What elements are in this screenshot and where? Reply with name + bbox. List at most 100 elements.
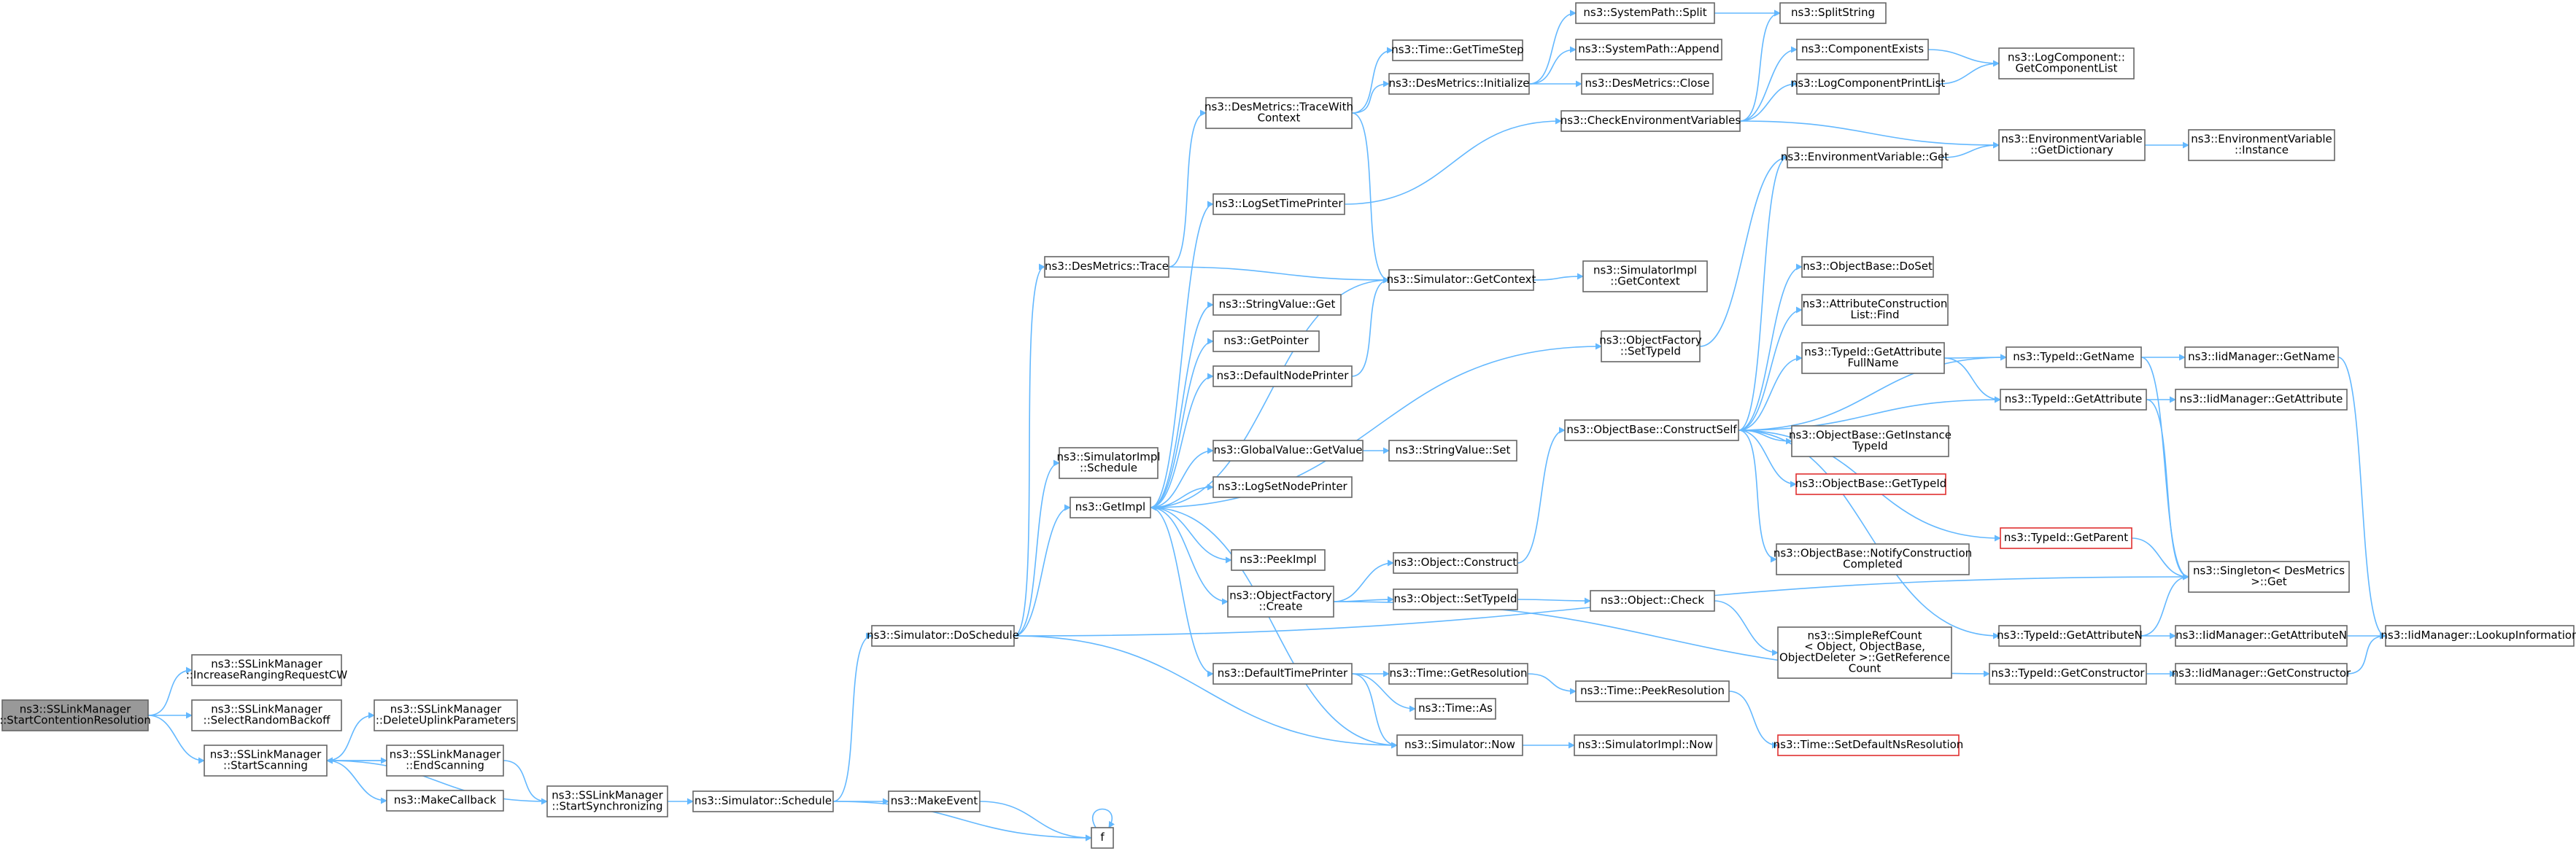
node-setDefRes[interactable]: ns3::Time::SetDefaultNsResolution <box>1774 734 1964 756</box>
node-box <box>1776 543 1970 575</box>
node-selRandom[interactable]: ns3::SSLinkManager::SelectRandomBackoff <box>191 699 342 731</box>
node-label: f <box>1100 831 1105 844</box>
node-tidGetAttrN[interactable]: ns3::TypeId::GetAttributeN <box>1997 625 2143 647</box>
node-tidGetCons[interactable]: ns3::TypeId::GetConstructor <box>1989 663 2147 685</box>
node-constructSelf[interactable]: ns3::ObjectBase::ConstructSelf <box>1564 419 1739 441</box>
edge-getImpl-to-stringGet <box>1150 301 1214 508</box>
edge-getImpl-to-peekImpl <box>1150 507 1232 564</box>
node-iidGetCons[interactable]: ns3::IidManager::GetConstructor <box>2172 663 2351 685</box>
node-stringSet[interactable]: ns3::StringValue::Set <box>1388 440 1517 462</box>
node-endScan[interactable]: ns3::SSLinkManager::EndScanning <box>386 745 504 777</box>
node-makeEvent[interactable]: ns3::MakeEvent <box>888 790 980 812</box>
node-timeAs[interactable]: ns3::Time::As <box>1415 698 1496 720</box>
node-box <box>2188 129 2335 161</box>
edge-constructSelf-to-attrConsFind <box>1738 306 1803 431</box>
node-logCompPrint[interactable]: ns3::LogComponentPrintList <box>1791 73 1946 95</box>
node-desClose[interactable]: ns3::DesMetrics::Close <box>1581 73 1714 95</box>
node-peekImpl[interactable]: ns3::PeekImpl <box>1231 549 1326 571</box>
node-logSetNP[interactable]: ns3::LogSetNodePrinter <box>1212 476 1353 498</box>
node-compExists[interactable]: ns3::ComponentExists <box>1796 39 1929 61</box>
edge-timeGetRes-to-peekRes <box>1527 673 1577 695</box>
node-getImpl[interactable]: ns3::GetImpl <box>1070 497 1151 518</box>
node-delUplink[interactable]: ns3::SSLinkManager::DeleteUplinkParamete… <box>374 699 518 731</box>
edge-simSchedule-to-f <box>832 801 1092 842</box>
node-peekRes[interactable]: ns3::Time::PeekResolution <box>1575 680 1730 702</box>
node-checkEnv[interactable]: ns3::CheckEnvironmentVariables <box>1560 110 1741 132</box>
node-root[interactable]: ns3::SSLinkManager::StartContentionResol… <box>0 699 151 731</box>
node-box <box>1777 626 1952 679</box>
node-objCheck[interactable]: ns3::Object::Check <box>1590 590 1715 612</box>
node-timeGetStep[interactable]: ns3::Time::GetTimeStep <box>1391 39 1524 61</box>
node-desInit[interactable]: ns3::DesMetrics::Initialize <box>1388 73 1530 95</box>
edge-f-to-f <box>1091 808 1115 828</box>
node-timeGetRes[interactable]: ns3::Time::GetResolution <box>1388 663 1528 685</box>
edge-constructSelf-to-tidGetName <box>1738 354 2007 431</box>
edge-tidGetParent-to-singletonGet <box>2131 537 2189 580</box>
node-simSchedule[interactable]: ns3::Simulator::Schedule <box>692 790 834 812</box>
node-desTrace[interactable]: ns3::DesMetrics::Trace <box>1044 256 1169 278</box>
node-simGetContext[interactable]: ns3::Simulator::GetContext <box>1387 269 1536 291</box>
node-logCompList[interactable]: ns3::LogComponent::GetComponentList <box>1998 47 2135 79</box>
node-incRanging[interactable]: ns3::SSLinkManager::IncreaseRangingReque… <box>186 654 347 686</box>
node-obGetTypeId[interactable]: ns3::ObjectBase::GetTypeId <box>1795 473 1947 495</box>
node-doSchedule[interactable]: ns3::Simulator::DoSchedule <box>867 625 1019 647</box>
node-box <box>546 785 668 817</box>
node-notifyCons[interactable]: ns3::ObjectBase::NotifyConstructionCompl… <box>1774 543 1972 575</box>
node-label: ns3::Time::As <box>1418 702 1493 715</box>
node-box <box>2184 346 2339 368</box>
node-iidGetAttr[interactable]: ns3::IidManager::GetAttribute <box>2175 389 2348 411</box>
node-singletonGet[interactable]: ns3::Singleton< DesMetrics >::Get <box>2188 561 2350 593</box>
node-sysAppend[interactable]: ns3::SystemPath::Append <box>1575 39 1722 61</box>
edge-checkEnv-to-splitString <box>1739 9 1781 122</box>
node-ofSetTypeId[interactable]: ns3::ObjectFactory::SetTypeId <box>1599 330 1702 362</box>
node-label: ns3::TypeId::GetConstructor <box>1991 667 2145 680</box>
node-label: ns3::TypeId::GetAttribute <box>2005 392 2142 405</box>
node-defTimePrinter[interactable]: ns3::DefaultTimePrinter <box>1212 663 1353 685</box>
node-simImplGetCtx[interactable]: ns3::SimulatorImpl::GetContext <box>1582 260 1708 292</box>
node-label: ns3::Time::GetTimeStep <box>1391 43 1523 56</box>
node-simNow[interactable]: ns3::Simulator::Now <box>1396 734 1523 756</box>
node-label: ns3::DesMetrics::TraceWith <box>1204 101 1353 114</box>
node-simImplSchedule[interactable]: ns3::SimulatorImpl::Schedule <box>1056 447 1161 479</box>
edge-ofSetTypeId-to-envGet <box>1699 154 1788 347</box>
node-box <box>2188 561 2350 593</box>
node-globalGet[interactable]: ns3::GlobalValue::GetValue <box>1212 440 1364 462</box>
node-sysSplit[interactable]: ns3::SystemPath::Split <box>1575 2 1715 24</box>
node-defNodePrinter[interactable]: ns3::DefaultNodePrinter <box>1212 365 1353 387</box>
node-startScan[interactable]: ns3::SSLinkManager::StartScanning <box>204 745 328 777</box>
node-objConstruct[interactable]: ns3::Object::Construct <box>1393 552 1518 574</box>
node-f[interactable]: f <box>1091 827 1114 849</box>
node-logSetTP[interactable]: ns3::LogSetTimePrinter <box>1212 193 1345 215</box>
node-label: ns3::SimpleRefCount <box>1808 629 1922 642</box>
node-iidGetName[interactable]: ns3::IidManager::GetName <box>2184 346 2339 368</box>
node-tidGetAttr[interactable]: ns3::TypeId::GetAttribute <box>2000 389 2147 411</box>
node-label: ns3::GlobalValue::GetValue <box>1213 443 1362 456</box>
node-box <box>1 699 149 731</box>
node-simImplNow[interactable]: ns3::SimulatorImpl::Now <box>1574 734 1717 756</box>
node-label: ns3::ObjectFactory <box>1599 334 1702 347</box>
edge-checkEnv-to-logCompPrint <box>1739 80 1798 122</box>
node-envInstance[interactable]: ns3::EnvironmentVariable::Instance <box>2188 129 2335 161</box>
node-objSetTypeId[interactable]: ns3::Object::SetTypeId <box>1393 588 1518 610</box>
node-simpleRef[interactable]: ns3::SimpleRefCount< Object, ObjectBase,… <box>1777 626 1952 679</box>
node-label: ns3::Simulator::GetContext <box>1387 273 1536 286</box>
node-iidLookup[interactable]: ns3::IidManager::LookupInformation <box>2380 625 2576 647</box>
node-tidGetName[interactable]: ns3::TypeId::GetName <box>2006 346 2142 368</box>
node-doSet[interactable]: ns3::ObjectBase::DoSet <box>1801 256 1934 278</box>
node-stringGet[interactable]: ns3::StringValue::Get <box>1212 294 1342 316</box>
node-ofCreate[interactable]: ns3::ObjectFactory::Create <box>1227 586 1334 618</box>
node-tidGetParent[interactable]: ns3::TypeId::GetParent <box>2000 527 2132 549</box>
node-label: ns3::TypeId::GetAttribute <box>1804 346 1941 359</box>
node-splitString[interactable]: ns3::SplitString <box>1779 2 1887 24</box>
node-getPointer[interactable]: ns3::GetPointer <box>1212 330 1320 352</box>
node-startSync[interactable]: ns3::SSLinkManager::StartSynchronizing <box>546 785 668 817</box>
node-label: FullName <box>1848 357 1899 370</box>
node-envGet[interactable]: ns3::EnvironmentVariable::Get <box>1781 147 1949 168</box>
node-envDict[interactable]: ns3::EnvironmentVariable::GetDictionary <box>1998 129 2146 161</box>
node-makeCb[interactable]: ns3::MakeCallback <box>386 790 504 812</box>
node-iidGetAttrN[interactable]: ns3::IidManager::GetAttributeN <box>2175 625 2348 647</box>
